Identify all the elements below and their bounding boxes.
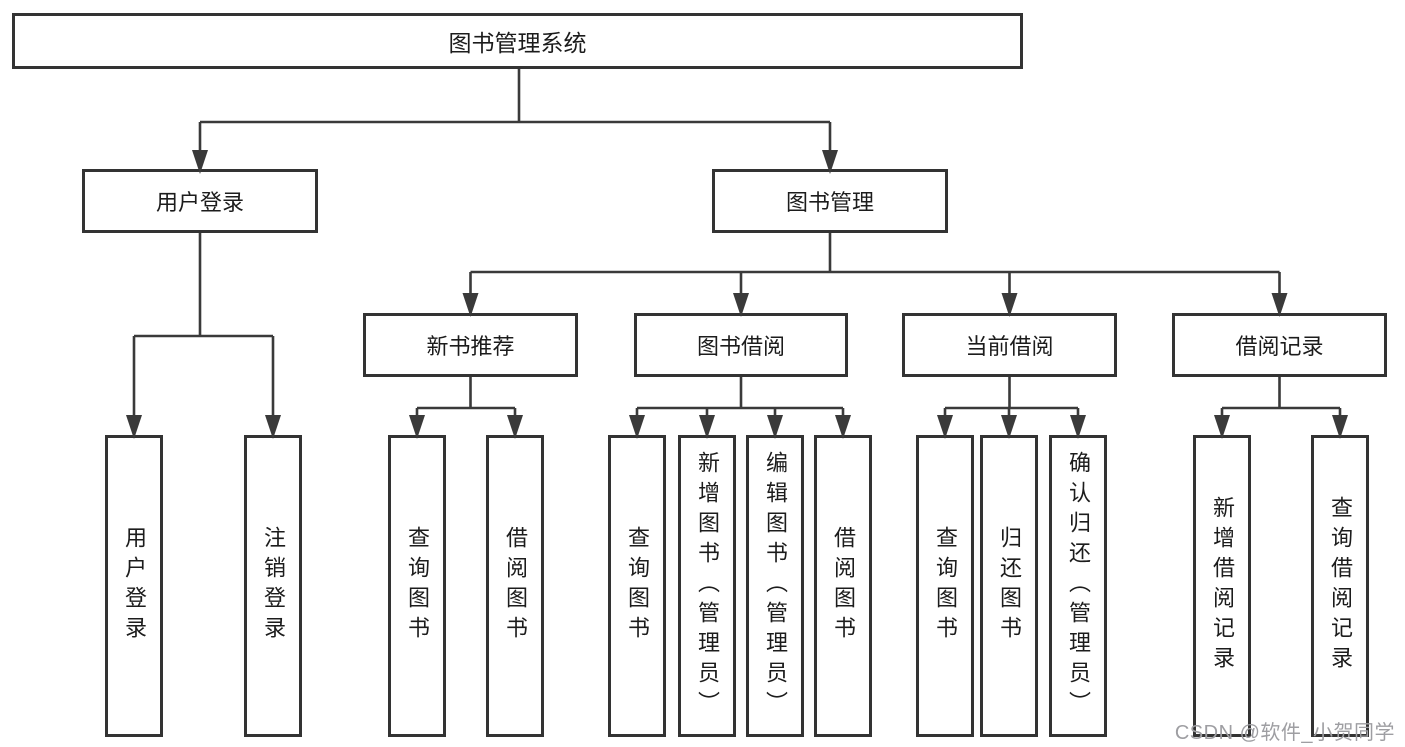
leaf-newbook-query-books: 查询图书 bbox=[388, 435, 446, 737]
connector-borrow-to-leaves bbox=[629, 377, 851, 439]
connector-current-to-leaves bbox=[937, 377, 1086, 439]
node-root-system: 图书管理系统 bbox=[12, 13, 1023, 69]
connector-mgmt-to-level3 bbox=[462, 233, 1288, 317]
node-user-login: 用户登录 bbox=[82, 169, 318, 233]
leaf-current-query-books: 查询图书 bbox=[916, 435, 974, 737]
node-borrowing-records: 借阅记录 bbox=[1172, 313, 1387, 377]
leaf-logout: 注销登录 bbox=[244, 435, 302, 737]
leaf-newbook-borrow-books: 借阅图书 bbox=[486, 435, 544, 737]
leaf-borrow-borrow-books: 借阅图书 bbox=[814, 435, 872, 737]
connector-root-to-level2 bbox=[192, 69, 838, 174]
leaf-borrow-query-books: 查询图书 bbox=[608, 435, 666, 737]
connector-newbook-to-leaves bbox=[409, 377, 523, 439]
connector-records-to-leaves bbox=[1214, 377, 1348, 439]
connector-login-to-leaves bbox=[126, 233, 281, 439]
leaf-current-return-books: 归还图书 bbox=[980, 435, 1038, 737]
node-book-management: 图书管理 bbox=[712, 169, 948, 233]
leaf-records-query-record: 查询借阅记录 bbox=[1311, 435, 1369, 737]
node-current-borrowing: 当前借阅 bbox=[902, 313, 1117, 377]
node-new-book-recommend: 新书推荐 bbox=[363, 313, 578, 377]
leaf-current-confirm-return-admin: 确认归还（管理员） bbox=[1049, 435, 1107, 737]
csdn-watermark: CSDN @软件_小贺同学 bbox=[1174, 722, 1395, 744]
node-book-borrowing: 图书借阅 bbox=[634, 313, 848, 377]
leaf-borrow-edit-books-admin: 编辑图书（管理员） bbox=[746, 435, 804, 737]
leaf-borrow-add-books-admin: 新增图书（管理员） bbox=[678, 435, 736, 737]
leaf-user-login: 用户登录 bbox=[105, 435, 163, 737]
leaf-records-add-record: 新增借阅记录 bbox=[1193, 435, 1251, 737]
